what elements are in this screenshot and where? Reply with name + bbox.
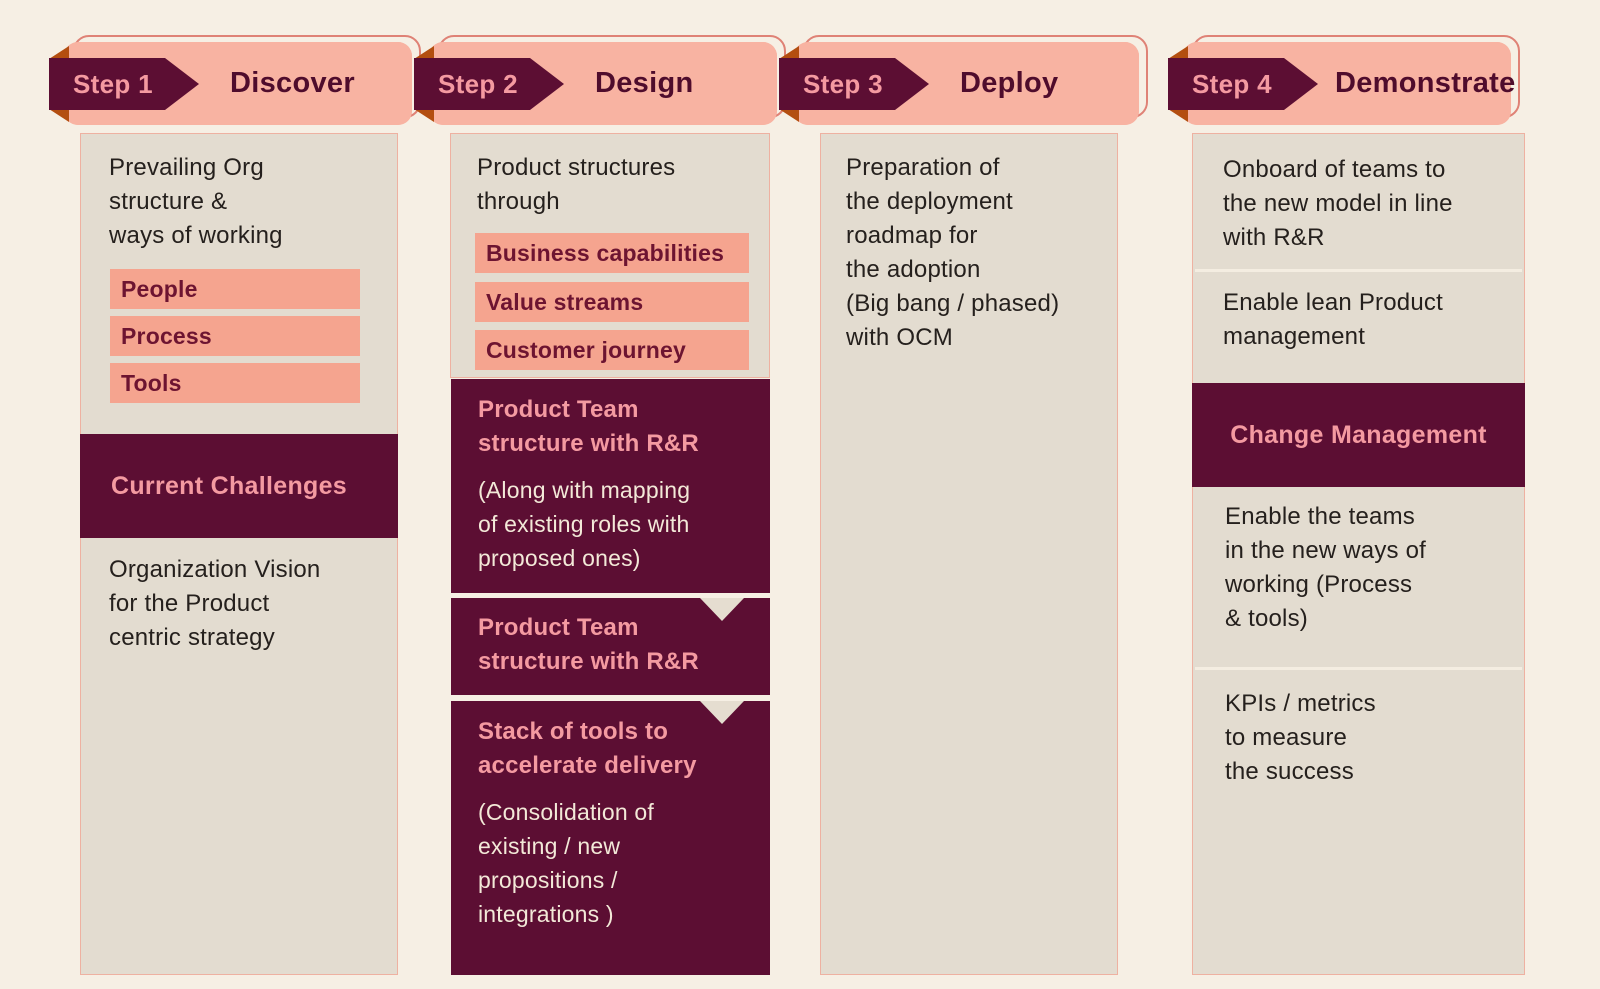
pill-tools: Tools [110, 363, 360, 403]
design-intro-text: Product structures through [477, 154, 676, 215]
current-challenges-label: Current Challenges [111, 471, 348, 500]
enable-teams-text: Enable the teams in the new ways of work… [1225, 503, 1427, 632]
ribbon-fold-bottom-icon [49, 109, 69, 122]
discover-panel: Prevailing Org structure & ways of worki… [80, 133, 398, 975]
section-divider [1195, 667, 1522, 670]
ribbon-fold-bottom-icon [1168, 109, 1188, 122]
change-management-label: Change Management [1230, 420, 1487, 449]
step4-header: Step 4 Demonstrate [1168, 35, 1520, 125]
step1-badge: Step 1 [73, 68, 153, 99]
step2-title: Design [595, 67, 694, 99]
current-challenges-box: Current Challenges [80, 434, 398, 538]
step2-header: Step 2 Design [414, 35, 786, 125]
pill-value-streams: Value streams [475, 282, 749, 322]
step1-title: Discover [230, 67, 355, 99]
design-panel-top: Product structures through Business capa… [450, 133, 770, 378]
organization-vision-text: Organization Vision for the Product cent… [109, 556, 321, 651]
step3-badge: Step 3 [803, 68, 883, 99]
stack-of-tools-detail: (Consolidation of existing / new proposi… [478, 799, 655, 927]
discover-intro-text: Prevailing Org structure & ways of worki… [109, 154, 283, 249]
product-team-structure-box-2: Product Team structure with R&R [451, 598, 770, 695]
step3-title: Deploy [960, 67, 1059, 99]
stack-of-tools-heading: Stack of tools to accelerate delivery [478, 718, 697, 779]
change-management-box: Change Management [1192, 383, 1525, 487]
pill-business-capabilities: Business capabilities [475, 233, 749, 273]
step3-header: Step 3 Deploy [779, 35, 1148, 125]
product-team-structure-detail: (Along with mapping of existing roles wi… [478, 477, 691, 571]
step2-ribbon: Step 2 [414, 58, 564, 110]
ribbon-fold-bottom-icon [779, 109, 799, 122]
product-team-structure-heading: Product Team structure with R&R [478, 614, 699, 675]
onboard-teams-text: Onboard of teams to the new model in lin… [1223, 156, 1453, 251]
pill-process: Process [110, 316, 360, 356]
step2-badge: Step 2 [438, 68, 518, 99]
ribbon-fold-bottom-icon [414, 109, 434, 122]
pill-customer-journey: Customer journey [475, 330, 749, 370]
section-divider [1195, 269, 1522, 272]
step1-ribbon: Step 1 [49, 58, 199, 110]
step1-header: Step 1 Discover [49, 35, 421, 125]
step4-ribbon: Step 4 [1168, 58, 1318, 110]
product-team-structure-box-1: Product Team structure with R&R (Along w… [451, 379, 770, 593]
kpis-text: KPIs / metrics to measure the success [1225, 690, 1376, 785]
step4-title: Demonstrate [1335, 67, 1516, 99]
deploy-panel: Preparation of the deployment roadmap fo… [820, 133, 1118, 975]
enable-lean-text: Enable lean Product management [1223, 289, 1443, 350]
ribbon-fold-top-icon [1168, 46, 1188, 59]
demonstrate-panel: Onboard of teams to the new model in lin… [1192, 133, 1525, 975]
product-team-structure-heading: Product Team structure with R&R [478, 396, 699, 457]
stack-of-tools-box: Stack of tools to accelerate delivery (C… [451, 701, 770, 975]
ribbon-fold-top-icon [49, 46, 69, 59]
pill-people: People [110, 269, 360, 309]
step3-ribbon: Step 3 [779, 58, 929, 110]
deploy-note-text: Preparation of the deployment roadmap fo… [846, 154, 1060, 351]
step4-badge: Step 4 [1192, 68, 1272, 99]
